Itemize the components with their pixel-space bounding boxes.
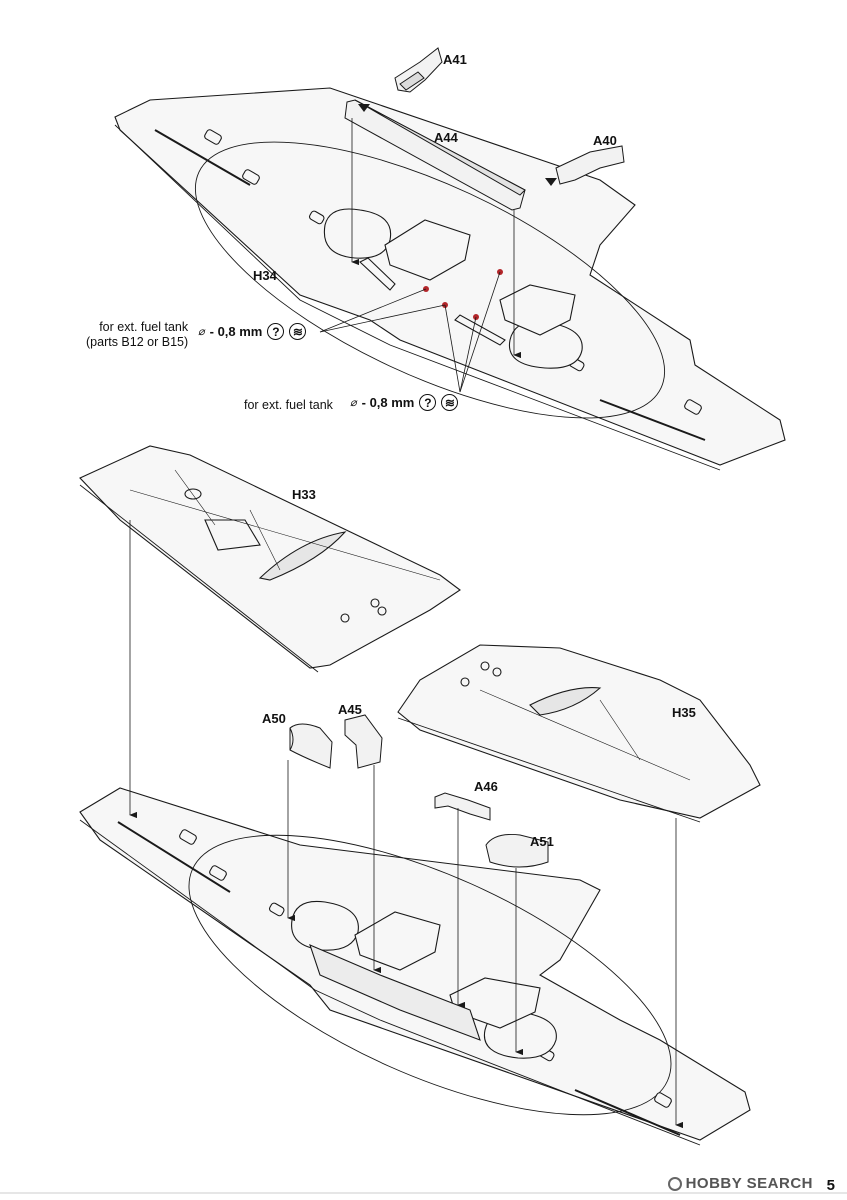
upper-wing-h33: [79, 445, 461, 673]
part-a46: [434, 792, 491, 821]
label-a44: A44: [434, 130, 458, 145]
question-icon: ?: [419, 394, 437, 411]
brand-logo-icon: [667, 1176, 682, 1191]
watermark-brand: HOBBY SEARCH: [667, 1175, 813, 1192]
drill-icon: ≋: [289, 323, 307, 340]
lower-wing-h34-top: [114, 87, 786, 471]
question-icon: ?: [267, 323, 285, 340]
page-number: 5: [826, 1177, 835, 1194]
part-a41: [394, 47, 443, 93]
label-a41: A41: [443, 52, 467, 67]
drill-size: - 0,8 mm: [209, 324, 263, 339]
label-h35: H35: [672, 705, 696, 720]
label-a50: A50: [262, 711, 286, 726]
brand-text: HOBBY SEARCH: [685, 1175, 813, 1192]
fuel-tank-note-1-line2: (parts B12 or B15): [86, 335, 189, 349]
label-a45: A45: [338, 702, 362, 717]
assembly-arrows-bottom: [129, 520, 684, 1129]
label-a46: A46: [474, 779, 498, 794]
label-a51: A51: [530, 834, 554, 849]
label-h34: H34: [253, 268, 277, 283]
label-a40: A40: [593, 133, 617, 148]
assembly-arrows-top: [351, 118, 522, 359]
diameter-icon: ⌀: [350, 397, 357, 409]
part-a40: [555, 145, 625, 185]
label-h33: H33: [292, 487, 316, 502]
part-a51: [485, 834, 549, 868]
part-a45: [344, 714, 383, 769]
fuel-tank-note-2: for ext. fuel tank: [244, 398, 333, 412]
part-a44: [344, 99, 526, 211]
fuel-tank-note-1-line1: for ext. fuel tank: [99, 320, 189, 334]
drill-spec-1: ⌀ - 0,8 mm ? ≋: [198, 323, 307, 340]
drill-size: - 0,8 mm: [361, 395, 415, 410]
drill-spec-2: ⌀ - 0,8 mm ? ≋: [350, 394, 459, 411]
fuel-tank-note-1: for ext. fuel tank (parts B12 or B15): [86, 320, 188, 350]
lower-wing-bottom: [79, 787, 751, 1146]
drill-icon: ≋: [441, 394, 459, 411]
note-leaders: [319, 271, 501, 393]
diameter-icon: ⌀: [198, 326, 205, 338]
upper-wing-h35: [397, 644, 761, 823]
part-a50: [289, 723, 333, 769]
